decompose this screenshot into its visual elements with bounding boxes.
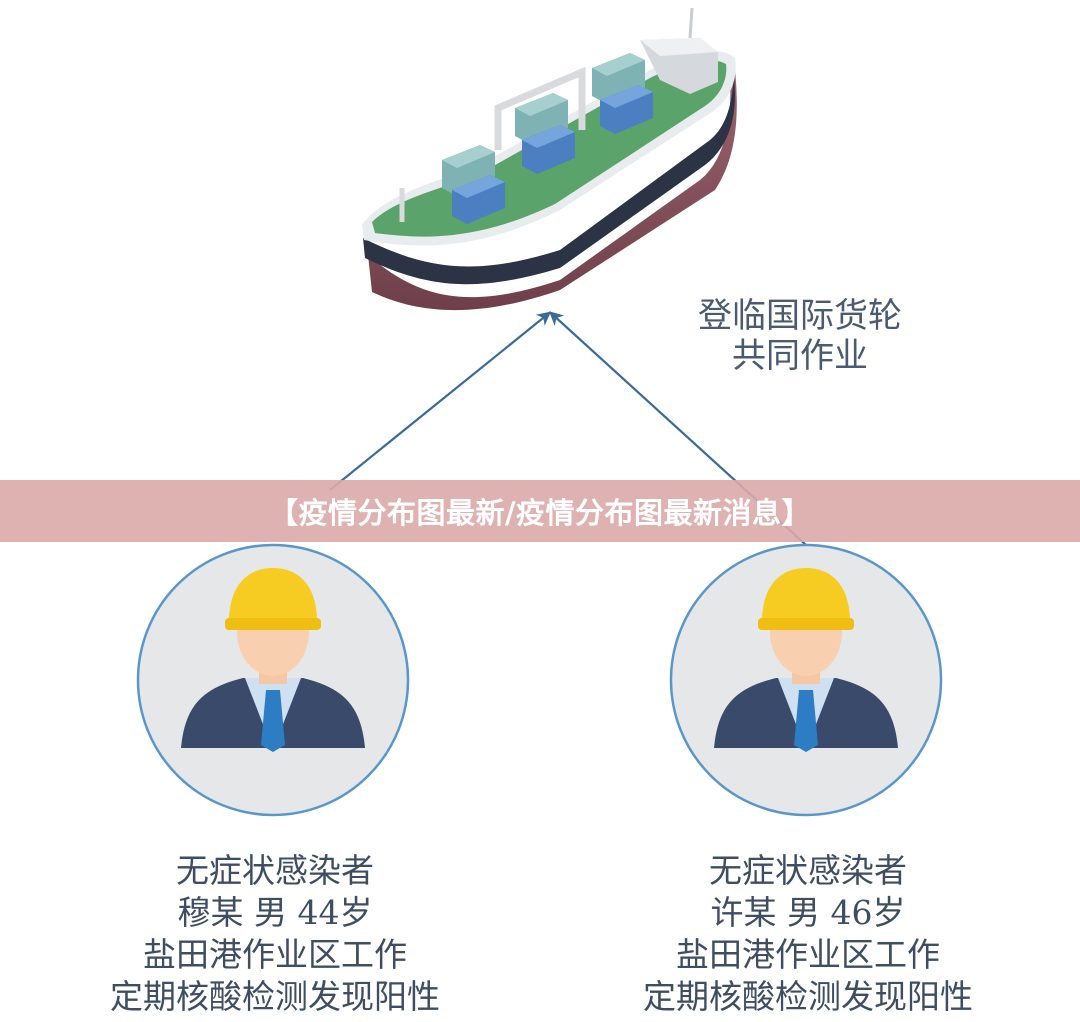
worker-hardhat-icon	[181, 568, 365, 752]
worker-hardhat-icon	[714, 568, 898, 752]
ship-caption: 登临国际货轮 共同作业	[680, 296, 920, 376]
title-banner: 【疫情分布图最新/疫情分布图最新消息】	[0, 480, 1080, 542]
person-caption-left: 无症状感染者 穆某 男 44岁 盐田港作业区工作 定期核酸检测发现阳性	[65, 850, 485, 1018]
person-identity: 许某 男 46岁	[710, 893, 906, 932]
ship-caption-line: 登临国际货轮	[698, 296, 902, 336]
person-status: 无症状感染者	[709, 851, 907, 890]
arrow-left-to-ship	[329, 311, 552, 491]
person-workplace: 盐田港作业区工作	[143, 935, 407, 974]
ship-caption-line: 共同作业	[732, 336, 868, 376]
person-workplace: 盐田港作业区工作	[676, 935, 940, 974]
person-identity: 穆某 男 44岁	[177, 893, 373, 932]
cargo-ship-icon	[362, 7, 737, 311]
person-detection: 定期核酸检测发现阳性	[643, 977, 973, 1016]
person-detection: 定期核酸检测发现阳性	[110, 977, 440, 1016]
banner-title: 【疫情分布图最新/疫情分布图最新消息】	[268, 496, 812, 530]
person-caption-right: 无症状感染者 许某 男 46岁 盐田港作业区工作 定期核酸检测发现阳性	[598, 850, 1018, 1018]
person-status: 无症状感染者	[176, 851, 374, 890]
